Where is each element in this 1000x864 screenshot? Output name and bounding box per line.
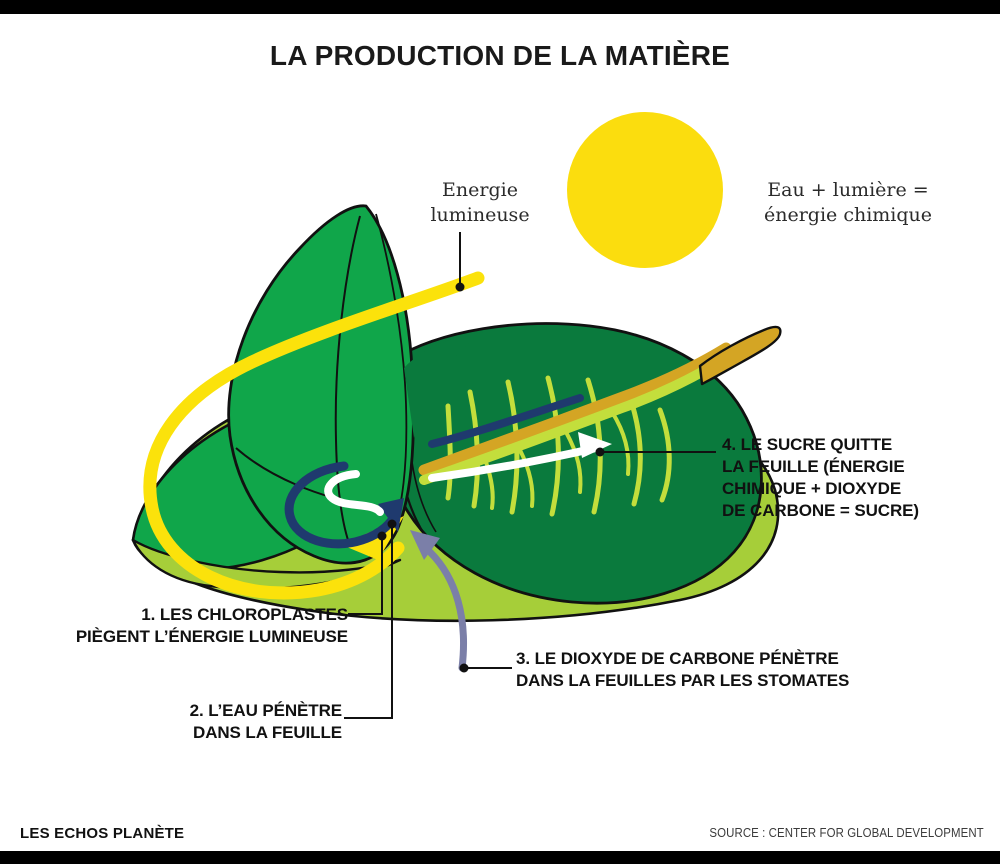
label-chemical-energy: Eau + lumière = énergie chimique xyxy=(728,178,968,228)
label-chemical-energy-line1: Eau + lumière = xyxy=(767,179,929,201)
water-arrowhead xyxy=(378,498,404,532)
leader-callout-4 xyxy=(595,447,716,457)
callout-3-line1: 3. LE DIOXYDE DE CARBONE PÉNÈTRE xyxy=(516,649,839,668)
leaf-midrib-branches xyxy=(484,410,631,510)
callout-4: 4. LE SUCRE QUITTE LA FEUILLE (ÉNERGIE C… xyxy=(722,434,952,522)
label-chemical-energy-line2: énergie chimique xyxy=(763,204,933,227)
leaf-midrib-gold xyxy=(418,342,732,476)
callout-4-line2: LA FEUILLE (ÉNERGIE xyxy=(722,457,905,477)
callout-4-line4: DE CARBONE = SUCRE) xyxy=(722,501,919,521)
footer-source: SOURCE : CENTER FOR GLOBAL DEVELOPMENT xyxy=(709,825,984,840)
label-light-energy-line1: Energie xyxy=(442,179,518,201)
sugar-export-arrowhead xyxy=(578,432,612,458)
leaf-upright-midrib xyxy=(334,215,361,547)
leaf-stem xyxy=(698,325,782,386)
water-arrow xyxy=(284,461,403,549)
callout-4-line1: 4. LE SUCRE QUITTE xyxy=(722,435,893,454)
callout-4-line3: CHIMIQUE + DIOXYDE xyxy=(722,479,902,499)
leader-callout-1 xyxy=(348,531,387,615)
leaf-midrib-lightgreen xyxy=(419,353,731,485)
label-light-energy-line2: lumineuse xyxy=(430,204,530,227)
co2-arrowhead xyxy=(410,530,440,560)
callout-2: 2. L’EAU PÉNÈTRE DANS LA FEUILLE xyxy=(120,700,342,744)
callout-2-line1: 2. L’EAU PÉNÈTRE xyxy=(189,701,342,720)
light-energy-arrow xyxy=(143,271,485,600)
callout-3-line2: DANS LA FEUILLES PAR LES STOMATES xyxy=(516,671,850,691)
leader-callout-2 xyxy=(344,519,397,719)
page-title: LA PRODUCTION DE LA MATIÈRE xyxy=(269,40,731,71)
callout-2-line2: DANS LA FEUILLE xyxy=(193,723,342,743)
co2-arrow xyxy=(426,548,468,672)
frame-bottom-bar xyxy=(0,851,1000,864)
xylem-stripe xyxy=(428,394,584,448)
callout-1-line2: PIÈGENT L’ÉNERGIE LUMINEUSE xyxy=(75,627,348,647)
sugar-arrow-left xyxy=(324,470,384,516)
frame-top-bar xyxy=(0,0,1000,14)
leader-energie xyxy=(455,232,465,292)
footer-brand: LES ECHOS PLANÈTE xyxy=(20,825,185,842)
sun-icon xyxy=(567,112,723,268)
leader-callout-3 xyxy=(459,663,512,673)
leaf-shadow-wedge xyxy=(404,330,486,438)
callout-1: 1. LES CHLOROPLASTES PIÈGENT L’ÉNERGIE L… xyxy=(4,604,348,648)
label-light-energy: Energie lumineuse xyxy=(380,178,580,228)
sugar-export-arrow xyxy=(428,444,600,482)
callout-3: 3. LE DIOXYDE DE CARBONE PÉNÈTRE DANS LA… xyxy=(516,648,936,692)
callout-1-line1: 1. LES CHLOROPLASTES xyxy=(141,605,348,624)
